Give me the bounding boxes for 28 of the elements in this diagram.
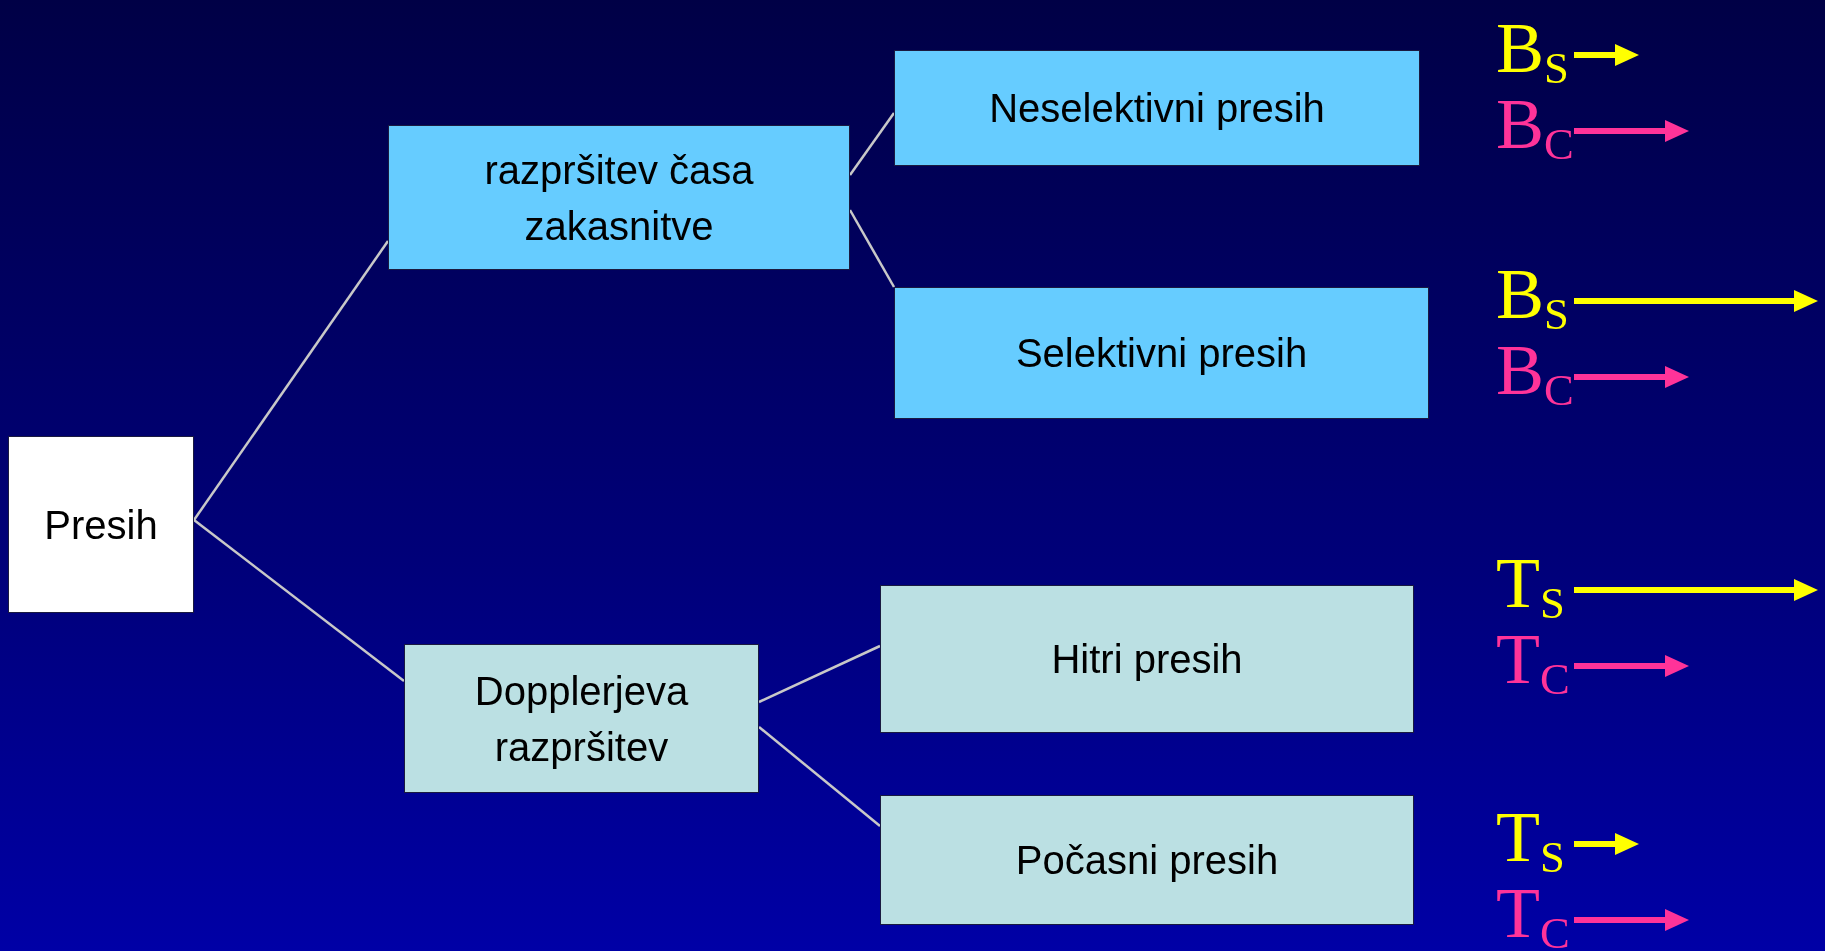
category-box	[894, 287, 1429, 419]
node-label: Hitri presih	[1051, 636, 1243, 683]
category-box	[404, 644, 759, 793]
node-label: Neselektivni presih	[989, 85, 1325, 132]
symbol-label: B$_{S}$	[1496, 12, 1570, 84]
symbol-label: B$_{C}$	[1496, 88, 1574, 160]
symbol-label: T$_{S}$	[1496, 801, 1566, 873]
category-box	[388, 125, 850, 270]
symbol-label: T$_{C}$	[1496, 877, 1571, 949]
category-box	[880, 585, 1414, 733]
connector-line	[849, 112, 895, 176]
symbol-label: B$_{C}$	[1496, 334, 1574, 406]
connector-line	[192, 240, 390, 521]
node-label: Selektivni presih	[1015, 330, 1308, 377]
node-label: Dopplerjeva razpršitev	[473, 667, 690, 771]
connector-line	[193, 519, 405, 682]
connector-line	[758, 726, 881, 827]
node-label: Počasni presih	[1015, 837, 1279, 884]
symbol-label: B$_{S}$	[1496, 258, 1570, 330]
category-box	[8, 436, 194, 613]
category-box	[894, 50, 1420, 166]
symbol-label: T$_{C}$	[1496, 623, 1571, 695]
node-label: razpršitev časa zakasnitve	[483, 146, 755, 250]
connector-line	[758, 644, 881, 704]
symbol-label: T$_{S}$	[1496, 547, 1566, 619]
connector-line	[848, 209, 896, 288]
node-label: Presih	[44, 501, 158, 549]
category-box	[880, 795, 1414, 925]
